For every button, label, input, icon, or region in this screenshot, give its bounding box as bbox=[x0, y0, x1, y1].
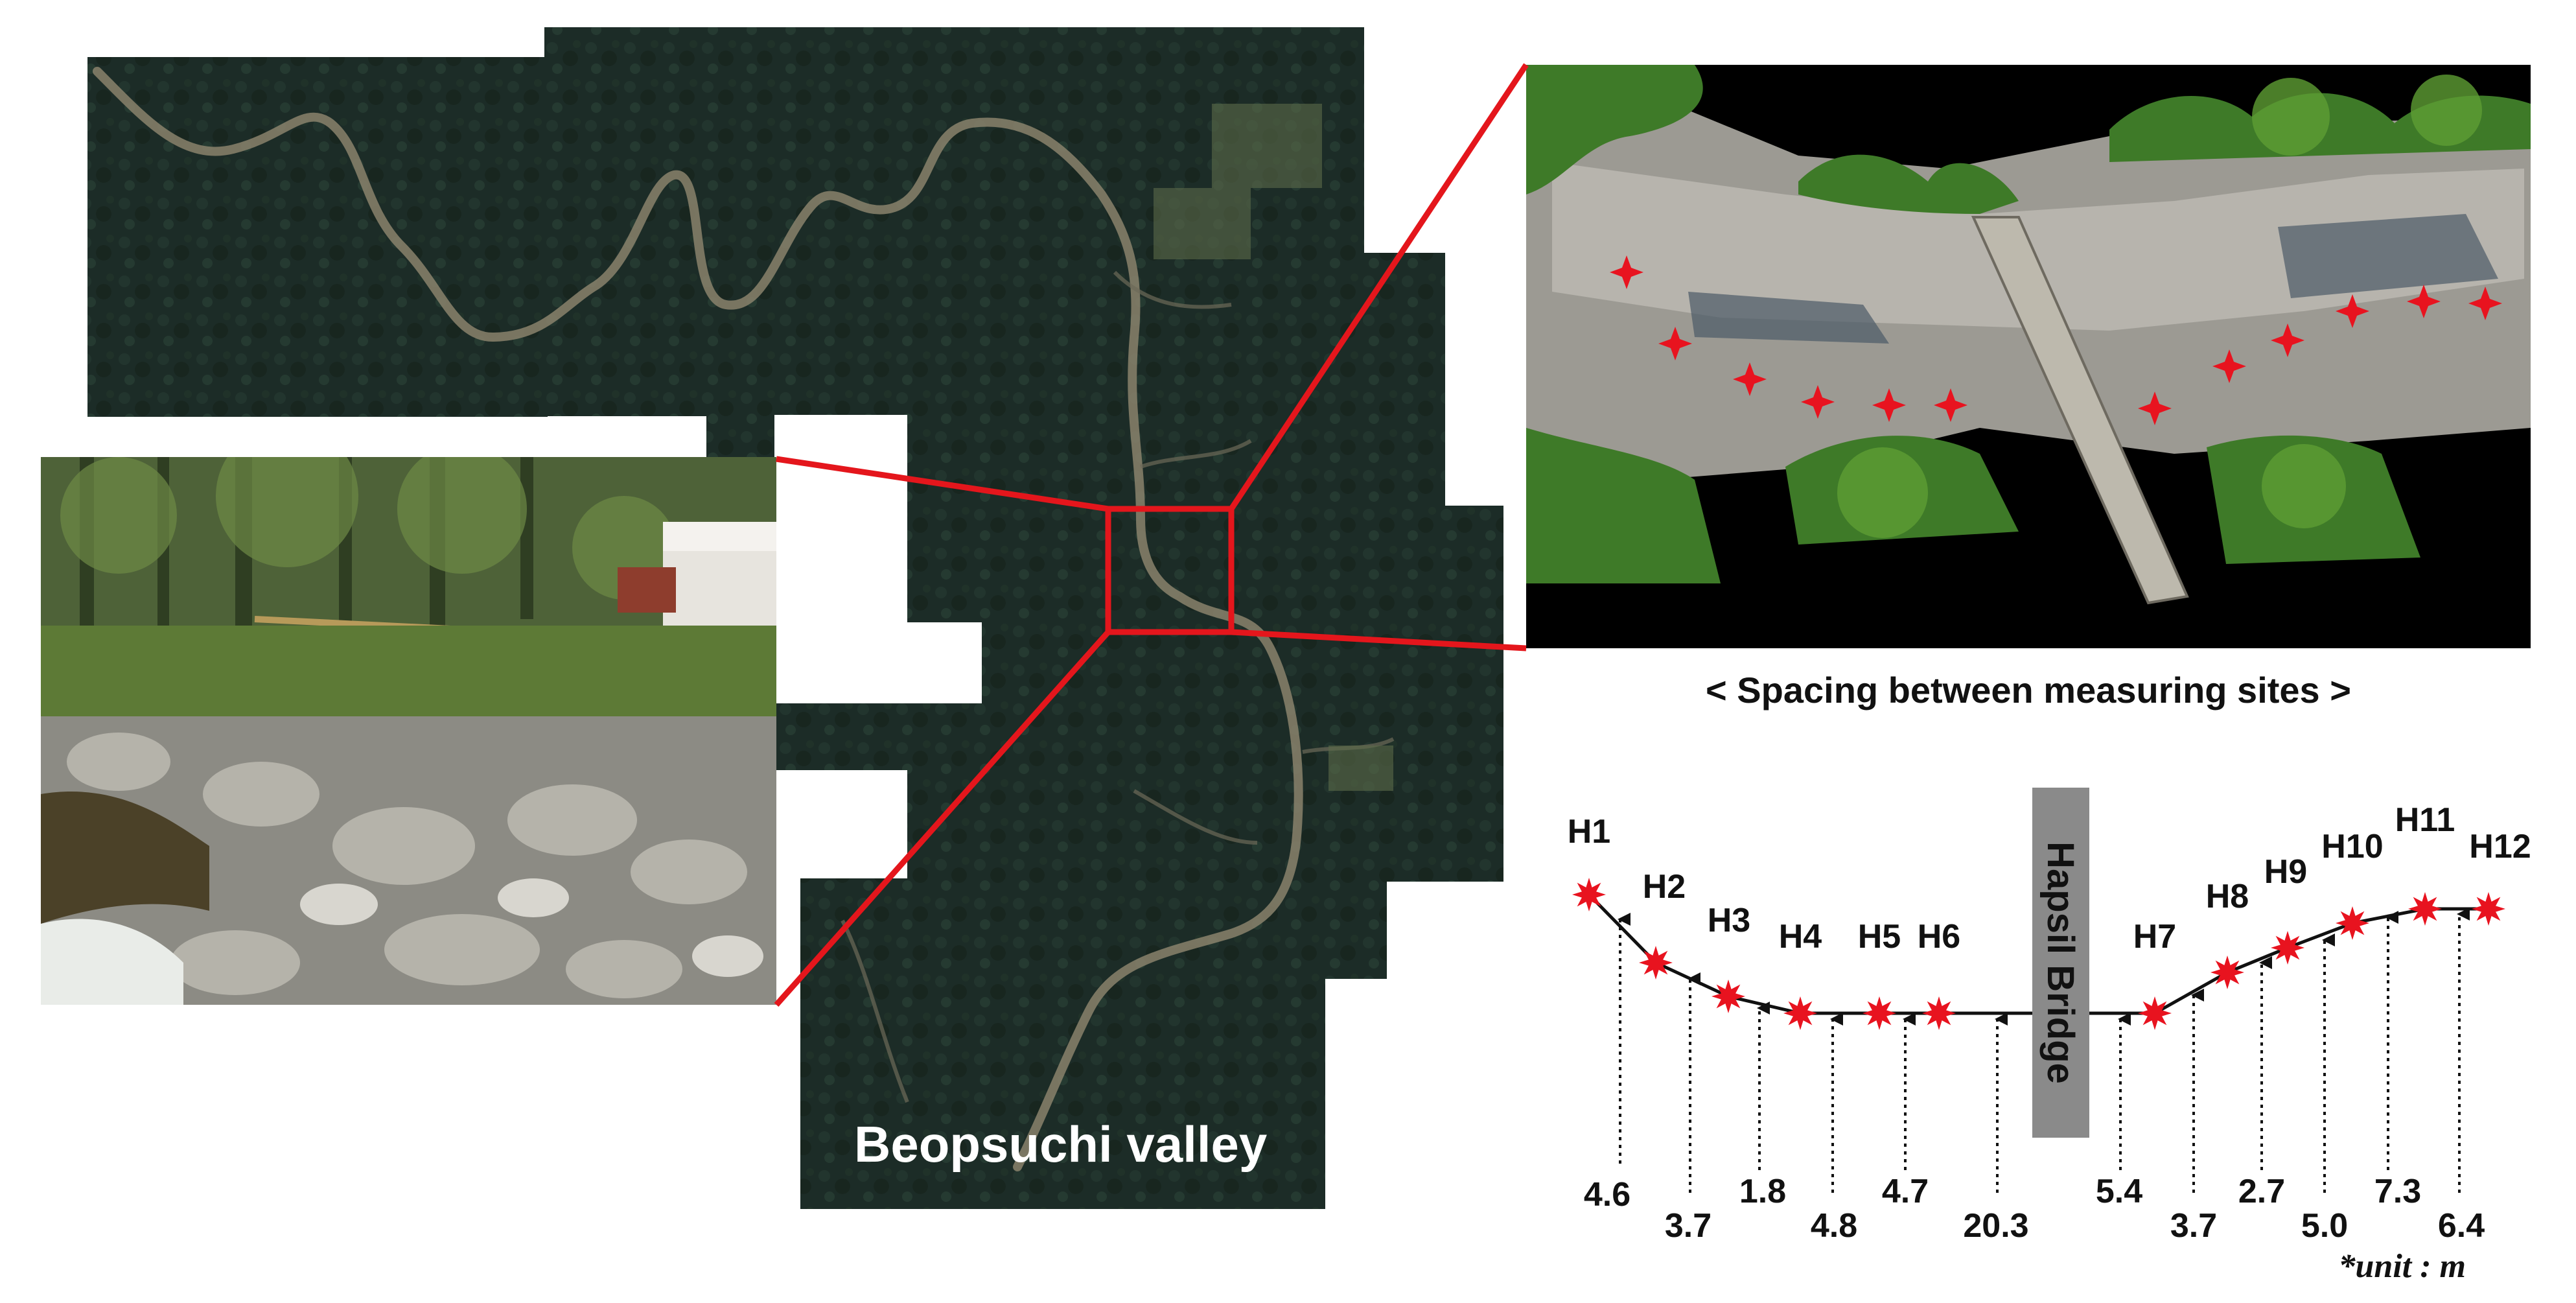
spacing-label-11: 7.3 bbox=[2374, 1173, 2421, 1210]
uav-marker-8 bbox=[2212, 349, 2246, 383]
spacing-label-7: 5.4 bbox=[2096, 1173, 2142, 1210]
uav-marker-6 bbox=[1934, 388, 1967, 422]
field-clearings bbox=[1154, 104, 1393, 791]
site-label-h8: H8 bbox=[2206, 878, 2249, 915]
bridge-label-box bbox=[2032, 788, 2089, 1138]
site-marker-h4 bbox=[1783, 996, 1817, 1030]
site-label-h10: H10 bbox=[2321, 828, 2383, 865]
site-label-h11: H11 bbox=[2395, 801, 2455, 839]
site-marker-h12 bbox=[2472, 892, 2505, 926]
site-label-h12: H12 bbox=[2469, 828, 2531, 865]
site-label-h9: H9 bbox=[2264, 853, 2307, 891]
site-label-h6: H6 bbox=[1918, 918, 1960, 956]
callout-line-uav-top bbox=[1229, 63, 1529, 511]
unit-note: *unit : m bbox=[2339, 1248, 2466, 1285]
site-label-h1: H1 bbox=[1568, 813, 1610, 851]
site-marker-h2 bbox=[1639, 946, 1673, 980]
callout-line-photo-bottom bbox=[774, 630, 1111, 1007]
site-label-h7: H7 bbox=[2133, 918, 2176, 956]
callout-line-photo-top bbox=[776, 456, 1109, 512]
uav-orthophoto bbox=[1526, 65, 2531, 648]
river-track bbox=[93, 67, 1303, 1171]
uav-marker-11 bbox=[2407, 285, 2441, 318]
site-marker-h6 bbox=[1922, 996, 1956, 1030]
spacing-label-4: 4.8 bbox=[1811, 1207, 1857, 1245]
uav-caption: < Spacing between measuring sites > bbox=[1706, 670, 2351, 710]
site-label-h2: H2 bbox=[1643, 868, 1686, 906]
uav-marker-2 bbox=[1658, 327, 1692, 360]
uav-marker-7 bbox=[2138, 392, 2172, 425]
site-marker-h7 bbox=[2138, 996, 2172, 1030]
spacing-label-12: 6.4 bbox=[2438, 1207, 2485, 1245]
spacing-label-8: 3.7 bbox=[2170, 1207, 2217, 1245]
bridge-label: Hapsil Bridge bbox=[2039, 841, 2082, 1084]
map-selection-box bbox=[1105, 506, 1235, 635]
site-marker-h9 bbox=[2271, 931, 2304, 965]
uav-marker-9 bbox=[2271, 323, 2304, 357]
site-label-h3: H3 bbox=[1708, 902, 1750, 939]
site-label-h4: H4 bbox=[1779, 918, 1822, 956]
site-marker-h5 bbox=[1862, 996, 1896, 1030]
spacing-label-1: 4.6 bbox=[1584, 1176, 1630, 1214]
map-label: Beopsuchi valley bbox=[854, 1116, 1268, 1173]
site-marker-h3 bbox=[1712, 980, 1745, 1013]
callout-line-uav-bottom bbox=[1231, 629, 1527, 652]
site-marker-h10 bbox=[2336, 906, 2369, 940]
site-marker-h11 bbox=[2408, 892, 2442, 926]
spacing-label-10: 5.0 bbox=[2301, 1207, 2348, 1245]
uav-marker-3 bbox=[1733, 362, 1767, 396]
uav-marker-5 bbox=[1872, 388, 1906, 422]
stream-photo bbox=[41, 457, 776, 1005]
uav-marker-10 bbox=[2336, 294, 2369, 328]
site-label-h5: H5 bbox=[1858, 918, 1901, 956]
spacing-label-5: 4.7 bbox=[1882, 1173, 1929, 1210]
uav-site-markers bbox=[1610, 255, 2502, 425]
spacing-label-3: 1.8 bbox=[1739, 1173, 1786, 1210]
spacing-label-2: 3.7 bbox=[1665, 1207, 1712, 1245]
uav-marker-12 bbox=[2468, 287, 2502, 320]
spacing-label-6: 20.3 bbox=[1963, 1207, 2028, 1245]
site-marker-h1 bbox=[1572, 878, 1606, 911]
site-marker-h8 bbox=[2210, 956, 2244, 989]
uav-marker-1 bbox=[1610, 255, 1643, 289]
uav-marker-4 bbox=[1801, 385, 1835, 419]
spacing-label-9: 2.7 bbox=[2238, 1173, 2285, 1210]
